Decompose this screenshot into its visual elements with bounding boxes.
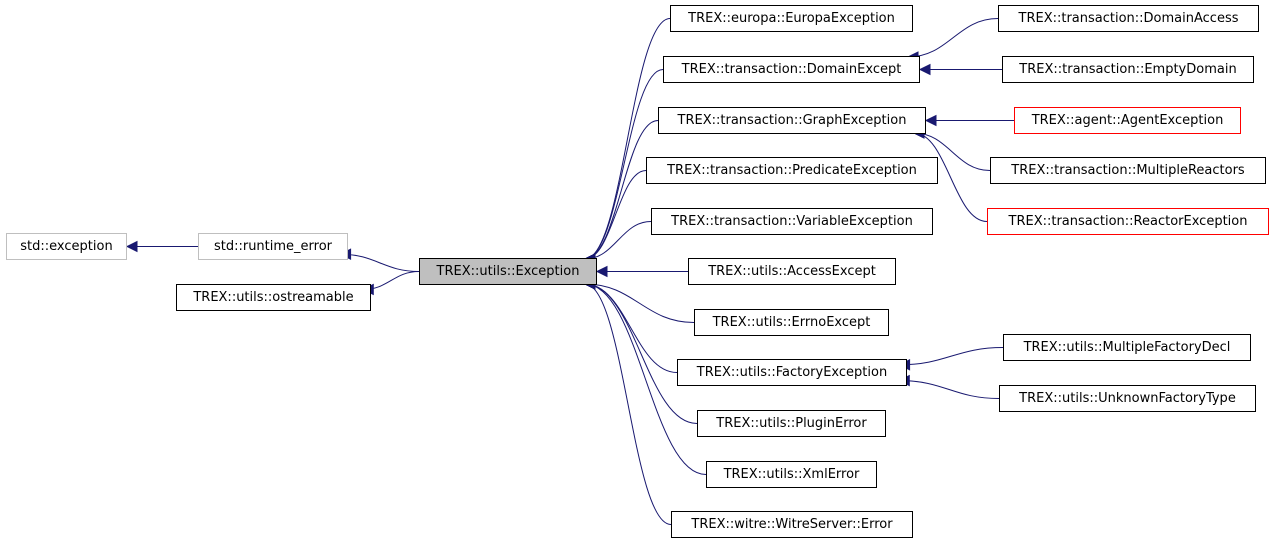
node-label: TREX::utils::UnknownFactoryType [1019,391,1236,406]
node-agent-exception[interactable]: TREX::agent::AgentException [1014,107,1241,134]
node-std-runtime-error[interactable]: std::runtime_error [198,233,348,260]
node-label: TREX::utils::FactoryException [696,365,888,380]
inheritance-edge [584,69,664,260]
inheritance-edge [584,120,659,260]
node-label: TREX::transaction::PredicateException [667,163,917,178]
arrowhead [918,63,931,76]
node-label: TREX::utils::XmlError [723,467,860,482]
node-plugin-error[interactable]: TREX::utils::PluginError [697,410,886,437]
node-reactor-exception[interactable]: TREX::transaction::ReactorException [987,208,1269,235]
node-europa-exception[interactable]: TREX::europa::EuropaException [670,5,913,32]
node-label: TREX::transaction::EmptyDomain [1019,62,1237,77]
inheritance-edge [584,283,707,475]
node-label: std::runtime_error [213,239,333,254]
node-label: TREX::transaction::ReactorException [1008,214,1248,229]
node-label: TREX::utils::ostreamable [193,290,354,305]
node-empty-domain[interactable]: TREX::transaction::EmptyDomain [1002,56,1254,83]
arrowhead [595,265,608,278]
node-label: TREX::transaction::GraphException [677,113,907,128]
node-unknown-factory-type[interactable]: TREX::utils::UnknownFactoryType [999,385,1256,412]
node-label: TREX::utils::ErrnoExcept [712,315,871,330]
node-label: TREX::witre::WitreServer::Error [691,517,893,532]
node-domain-except[interactable]: TREX::transaction::DomainExcept [663,56,920,83]
node-variable-exception[interactable]: TREX::transaction::VariableException [651,208,933,235]
inheritance-edge [584,283,698,424]
node-errno-except[interactable]: TREX::utils::ErrnoExcept [694,309,889,336]
inheritance-edge [584,283,672,525]
node-label: TREX::utils::Exception [436,264,580,279]
node-std-exception[interactable]: std::exception [6,233,127,260]
node-xml-error[interactable]: TREX::utils::XmlError [706,461,877,488]
node-label: TREX::transaction::DomainAccess [1018,11,1239,26]
inheritance-edge [899,347,1004,366]
inheritance-edge [584,283,678,373]
inheritance-edge [584,170,647,260]
node-label: TREX::utils::AccessExcept [708,264,876,279]
node-predicate-exception[interactable]: TREX::transaction::PredicateException [646,157,938,184]
node-label: TREX::utils::MultipleFactoryDecl [1023,340,1231,355]
node-factory-exception[interactable]: TREX::utils::FactoryException [677,359,907,386]
node-label: TREX::transaction::VariableException [671,214,913,229]
node-access-except[interactable]: TREX::utils::AccessExcept [688,258,896,285]
node-label: TREX::transaction::DomainExcept [681,62,902,77]
inheritance-edge [907,18,999,58]
node-label: TREX::utils::PluginError [716,416,867,431]
node-label: TREX::europa::EuropaException [688,11,895,26]
node-label: TREX::transaction::MultipleReactors [1011,163,1245,178]
node-witre-error[interactable]: TREX::witre::WitreServer::Error [671,511,913,538]
inheritance-edge [899,380,1000,399]
arrowhead [125,240,138,253]
node-ostreamable[interactable]: TREX::utils::ostreamable [176,284,371,311]
node-utils-exception: TREX::utils::Exception [419,258,597,285]
node-label: TREX::agent::AgentException [1031,113,1224,128]
node-multiple-factory-decl[interactable]: TREX::utils::MultipleFactoryDecl [1003,334,1251,361]
node-domain-access[interactable]: TREX::transaction::DomainAccess [998,5,1259,32]
node-graph-exception[interactable]: TREX::transaction::GraphException [658,107,926,134]
node-label: std::exception [20,239,113,254]
arrowhead [924,114,937,127]
node-multiple-reactors[interactable]: TREX::transaction::MultipleReactors [990,157,1266,184]
inheritance-edge [584,283,695,323]
inheritance-edge [340,253,420,272]
